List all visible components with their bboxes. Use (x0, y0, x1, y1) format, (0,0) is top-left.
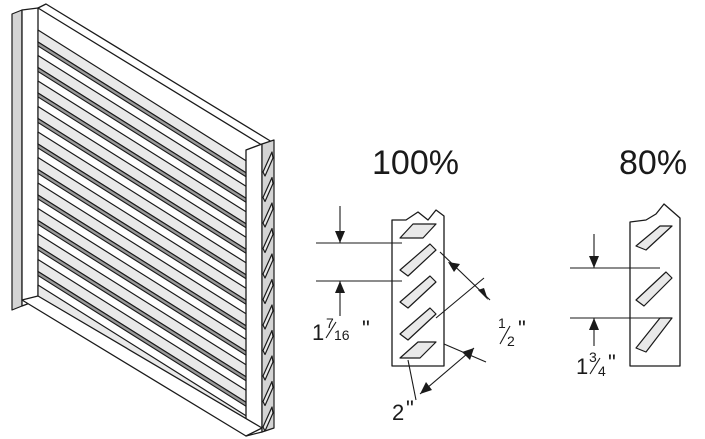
section-80-blades (635, 225, 673, 353)
dim-thickness-leader-b (435, 277, 485, 319)
dim-arrow (335, 231, 345, 243)
dim-spacing-80-whole: 1 (576, 354, 588, 379)
dim-arrow (462, 348, 474, 360)
section-100-blade (399, 243, 437, 277)
louver-post-blade-end (262, 151, 274, 177)
dim-thickness-text: 1 2 " (498, 315, 526, 349)
dim-arrow (589, 318, 599, 330)
free-area-100-label: 100% (372, 144, 459, 182)
dim-spacing-100-den: 16 (334, 327, 350, 343)
louver-isometric (11, 3, 275, 437)
louver-right-post-front (245, 143, 263, 437)
louver-post-blade-end (262, 304, 274, 330)
section-80-blade (635, 317, 673, 353)
dim-depth-text: 2 " (392, 396, 414, 425)
free-area-80-label: 80% (619, 144, 687, 182)
section-100 (316, 206, 491, 401)
dim-thickness-den: 2 (507, 333, 515, 349)
dim-arrow (589, 256, 599, 268)
section-80-blade (635, 225, 673, 251)
louver-left-post-front (21, 7, 39, 307)
dim-depth-whole: 2 (392, 400, 404, 425)
louver-post-blade-end (262, 329, 274, 356)
louver-post-blade-end (262, 253, 274, 279)
dim-thickness-unit: " (518, 316, 526, 341)
dim-spacing-100-whole: 1 (312, 320, 324, 345)
dim-spacing-100-unit: " (362, 316, 370, 341)
section-100-blade (399, 307, 437, 341)
dim-fraction-bar (589, 357, 601, 375)
dim-spacing-100-text: 1 7 16 " (312, 315, 370, 345)
dim-spacing-80-text: 1 3 4 " (576, 349, 616, 379)
louver-left-post-side (11, 9, 23, 311)
dim-spacing-80-num: 3 (589, 349, 597, 365)
dim-spacing-80-den: 4 (598, 363, 606, 379)
louver-post-blade-end (262, 278, 274, 305)
section-80-blade (635, 271, 673, 307)
section-80 (570, 203, 681, 367)
louver-post-blade-end (262, 202, 274, 228)
dim-arrow (478, 288, 488, 300)
dim-depth-ext-left (407, 359, 417, 401)
louver-post-blade-end (262, 176, 274, 203)
louver-post-blade-end (262, 380, 274, 407)
dim-fraction-bar (499, 325, 511, 345)
dim-fraction-bar (325, 321, 337, 339)
louver-blade-underside (37, 270, 249, 409)
section-100-blades (399, 223, 437, 359)
dim-depth-unit: " (406, 396, 414, 421)
louver-bottom-rail (21, 295, 263, 437)
louver-post-blade-end (262, 355, 274, 381)
section-100-blade (399, 341, 437, 359)
louver-post-blade-end (262, 406, 274, 432)
dim-arrow (335, 281, 345, 293)
louver-post-blade-end (262, 227, 274, 254)
dim-arrow (448, 262, 460, 272)
dim-spacing-100-num: 7 (326, 315, 334, 331)
dim-spacing-80-unit: " (608, 350, 616, 375)
dim-arrow (420, 382, 432, 394)
section-100-blade (399, 223, 437, 239)
section-100-blade (399, 275, 437, 309)
dim-thickness-num: 1 (498, 315, 506, 331)
louver-post-blade-ends (262, 151, 274, 432)
louver-top-rail (37, 3, 273, 148)
